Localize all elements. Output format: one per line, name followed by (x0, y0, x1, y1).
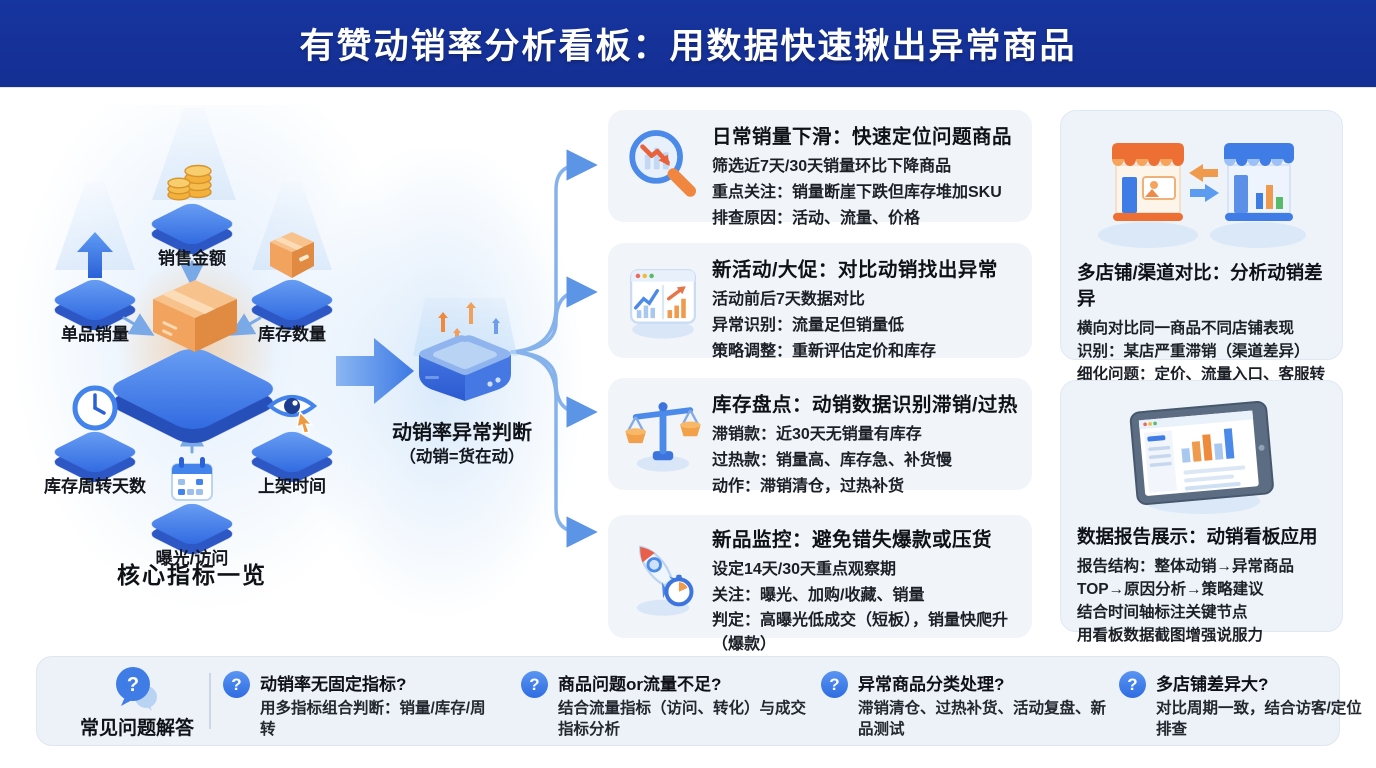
question-mark-icon: ? (1119, 671, 1146, 698)
faq-bar: ? 常见问题解答 ? 动销率无固定指标? 用多指标组合判断：销量/库存/周转 ?… (36, 656, 1362, 746)
card-line: 滞销款：近30天无销量有库存 (712, 426, 922, 443)
faq-question: 异常商品分类处理? (858, 675, 1005, 694)
metric-sales-amount: 销售金额 (127, 152, 257, 269)
metric-item-sales: 单品销量 (30, 228, 160, 345)
clock-icon (30, 380, 160, 436)
card-title: 库存盘点：动销数据识别滞销/过热 (712, 394, 1018, 416)
question-mark-icon: ? (821, 671, 848, 698)
header-banner: 有赞动销率分析看板：用数据快速揪出异常商品 (0, 0, 1376, 88)
engine-subtitle: （动销=货在动） (399, 448, 525, 466)
card-line: 策略调整：重新评估定价和库存 (712, 343, 937, 360)
question-mark-icon: ? (521, 671, 548, 698)
faq-question: 多店铺差异大? (1156, 675, 1269, 694)
card-line: 横向对比同一商品不同店铺表现 (1077, 320, 1295, 337)
faq-title: 常见问题解答 (79, 718, 194, 739)
card-line: 判定：高曝光低成交（短板），销量快爬升（爆款） (712, 612, 1009, 653)
card-line: 异常识别：流量足但销量低 (712, 317, 905, 334)
card-line: 重点关注：销量断崖下跌但库存堆加SKU (712, 184, 1002, 201)
question-mark-icon: ? (223, 671, 250, 698)
analysis-device-icon (413, 298, 517, 401)
compare-charts-icon (622, 260, 704, 342)
card-title: 新活动/大促：对比动销找出异常 (712, 259, 998, 281)
stores-compare-icon (1097, 143, 1306, 248)
metric-turnover-days: 库存周转天数 (30, 380, 160, 497)
diagram-caption: 核心指标一览 (117, 562, 267, 588)
card-line: 活动前后7天数据对比 (712, 291, 865, 308)
metric-stock-qty: 库存数量 (227, 228, 357, 345)
scenario-card-sales-drop: 日常销量下滑：快速定位问题商品 筛选近7天/30天销量环比下降商品 重点关注：销… (608, 110, 1032, 227)
metric-label: 上架时间 (258, 477, 326, 496)
metric-label: 曝光/访问 (155, 549, 229, 568)
faq-question: 商品问题or流量不足? (558, 675, 722, 694)
card-line: 筛选近7天/30天销量环比下降商品 (712, 158, 952, 175)
metric-exposure-visits: 曝光/访问 (127, 452, 257, 569)
metric-label: 单品销量 (61, 325, 129, 344)
coins-icon (127, 152, 257, 208)
faq-answer: 对比周期一致，结合访客/定位排查 (1156, 700, 1362, 738)
metric-listing-time: 上架时间 (227, 380, 357, 497)
metric-label: 销售金额 (158, 249, 226, 268)
faq-answer: 用多指标组合判断：销量/库存/周转 (260, 700, 486, 738)
card-title: 数据报告展示：动销看板应用 (1077, 526, 1318, 547)
card-line: 报告结构：整体动销→异常商品TOP→原因分析→策略建议 (1077, 558, 1295, 598)
faq-item: ? 商品问题or流量不足? 结合流量指标（访问、转化）与成交指标分析 (521, 670, 807, 740)
card-line: 识别：某店严重滞销（渠道差异） (1077, 343, 1310, 360)
card-line: 过热款：销量高、库存急、补货慢 (712, 452, 953, 469)
metric-label: 库存周转天数 (44, 477, 146, 496)
card-line: 设定14天/30天重点观察期 (712, 561, 897, 578)
faq-item: ? 动销率无固定指标? 用多指标组合判断：销量/库存/周转 (223, 670, 495, 740)
scenario-card-promo-compare: 新活动/大促：对比动销找出异常 活动前后7天数据对比 异常识别：流量足但销量低 … (608, 243, 1032, 360)
side-card-store-compare: 多店铺/渠道对比：分析动销差异 横向对比同一商品不同店铺表现 识别：某店严重滞销… (1060, 110, 1343, 406)
scenario-card-new-product: 新品监控：避免错失爆款或压货 设定14天/30天重点观察期 关注：曝光、加购/收… (608, 515, 1032, 653)
side-card-data-report: 数据报告展示：动销看板应用 报告结构：整体动销→异常商品TOP→原因分析→策略建… (1060, 380, 1343, 644)
tablet-dashboard-icon (1129, 401, 1274, 514)
balance-scale-icon (622, 393, 704, 475)
page-title: 有赞动销率分析看板：用数据快速揪出异常商品 (299, 27, 1077, 66)
card-line: 用看板数据截图增强说服力 (1077, 627, 1264, 644)
question-bubble-icon: ? (116, 667, 157, 711)
card-title: 新品监控：避免错失爆款或压货 (712, 529, 993, 551)
faq-label-block: ? 常见问题解答 (77, 665, 197, 740)
faq-answer: 结合流量指标（访问、转化）与成交指标分析 (558, 700, 807, 738)
divider (209, 673, 211, 729)
eye-click-icon (227, 380, 357, 436)
card-title: 多店铺/渠道对比：分析动销差异 (1077, 262, 1323, 309)
metric-label: 库存数量 (258, 325, 326, 344)
engine-title: 动销率异常判断 (392, 422, 532, 444)
faq-answer: 滞销清仓、过热补货、活动复盘、新品测试 (858, 700, 1107, 738)
faq-question: 动销率无固定指标? (260, 675, 407, 694)
magnifier-trend-icon (622, 125, 704, 207)
card-line: 关注：曝光、加购/收藏、销量 (712, 587, 925, 604)
card-line: 动作：滞销清仓，过热补货 (712, 478, 905, 495)
card-line: 结合时间轴标注关键节点 (1077, 604, 1248, 621)
faq-item: ? 异常商品分类处理? 滞销清仓、过热补货、活动复盘、新品测试 (821, 670, 1109, 740)
card-title: 日常销量下滑：快速定位问题商品 (712, 126, 1013, 148)
scenario-card-stock-check: 库存盘点：动销数据识别滞销/过热 滞销款：近30天无销量有库存 过热款：销量高、… (608, 378, 1032, 495)
faq-item: ? 多店铺差异大? 对比周期一致，结合访客/定位排查 (1119, 670, 1371, 740)
rocket-timer-icon (622, 536, 704, 618)
svg-text:?: ? (127, 674, 139, 696)
card-line: 排查原因：活动、流量、价格 (712, 210, 921, 227)
